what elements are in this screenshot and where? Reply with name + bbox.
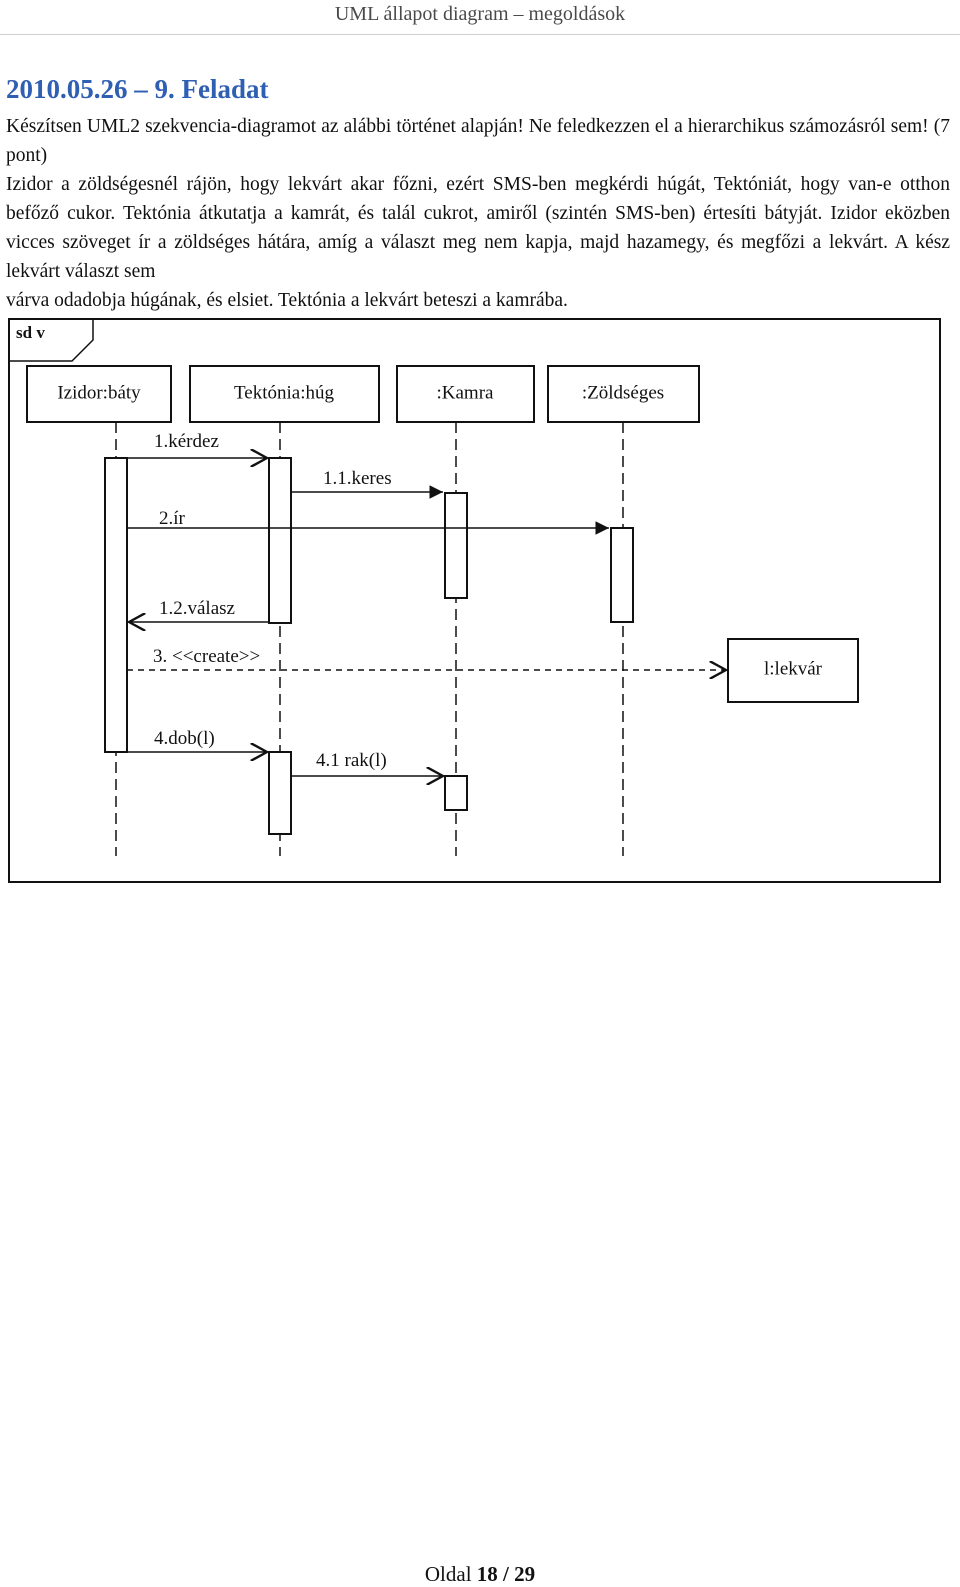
message-label-3: 3. <<create>> (153, 646, 260, 667)
footer-prefix: Oldal (424, 1562, 477, 1586)
task-intro: Készítsen UML2 szekvencia-diagramot az a… (6, 116, 950, 166)
lifeline-label-tektonia: Tektónia:húg (234, 382, 334, 403)
activation-tektonia-1 (268, 457, 292, 624)
frame-label-tab (9, 318, 94, 362)
message-4-1-rak: 4.1 rak(l) (291, 750, 443, 776)
lifeline-label-kamra: :Kamra (437, 382, 495, 403)
footer-total-pages: 29 (514, 1562, 536, 1586)
message-label-4-1: 4.1 rak(l) (316, 750, 387, 771)
activation-kamra-1 (444, 492, 468, 599)
message-1-kerdez: 1.kérdez (127, 431, 267, 458)
task-body: Készítsen UML2 szekvencia-diagramot az a… (6, 112, 950, 315)
created-object-lekvar: l:lekvár (727, 638, 859, 703)
footer-separator: / (497, 1562, 515, 1586)
message-label-4: 4.dob(l) (154, 728, 215, 749)
message-1-1-keres: 1.1.keres (291, 468, 443, 499)
message-2-ir: 2.ír (127, 508, 609, 535)
message-label-1-1: 1.1.keres (323, 468, 392, 489)
footer-current-page: 18 (476, 1562, 498, 1586)
activation-izidor (104, 457, 128, 753)
lifeline-label-zoldseges: :Zöldséges (582, 382, 664, 403)
header-divider (0, 34, 960, 35)
lifeline-label-izidor: Izidor:báty (57, 382, 141, 403)
page-footer: Oldal 18 / 29 (0, 1562, 960, 1587)
lifeline-zoldseges: :Zöldséges (547, 365, 700, 856)
task-heading: 2010.05.26 – 9. Feladat (6, 74, 269, 104)
task-story-end: várva odadobja húgának, és elsiet. Tektó… (6, 290, 568, 311)
message-3-create: 3. <<create>> (127, 646, 726, 670)
message-4-dob: 4.dob(l) (127, 728, 267, 752)
message-label-2: 2.ír (159, 508, 186, 529)
task-story: Izidor a zöldségesnél rájön, hogy lekvár… (6, 174, 950, 282)
message-label-1: 1.kérdez (154, 431, 219, 452)
activation-kamra-2 (444, 775, 468, 811)
page-header: UML állapot diagram – megoldások (334, 3, 626, 25)
message-1-2-valasz: 1.2.válasz (129, 598, 269, 622)
sequence-diagram: sd v Izidor:báty Tektónia:húg :Kamra :Zö… (8, 318, 941, 883)
lifeline-izidor: Izidor:báty (26, 365, 172, 856)
message-label-1-2: 1.2.válasz (159, 598, 235, 619)
activation-tektonia-2 (268, 751, 292, 835)
activation-zoldseges (610, 527, 634, 623)
frame-label: sd v (16, 323, 45, 342)
created-object-label: l:lekvár (764, 658, 823, 679)
